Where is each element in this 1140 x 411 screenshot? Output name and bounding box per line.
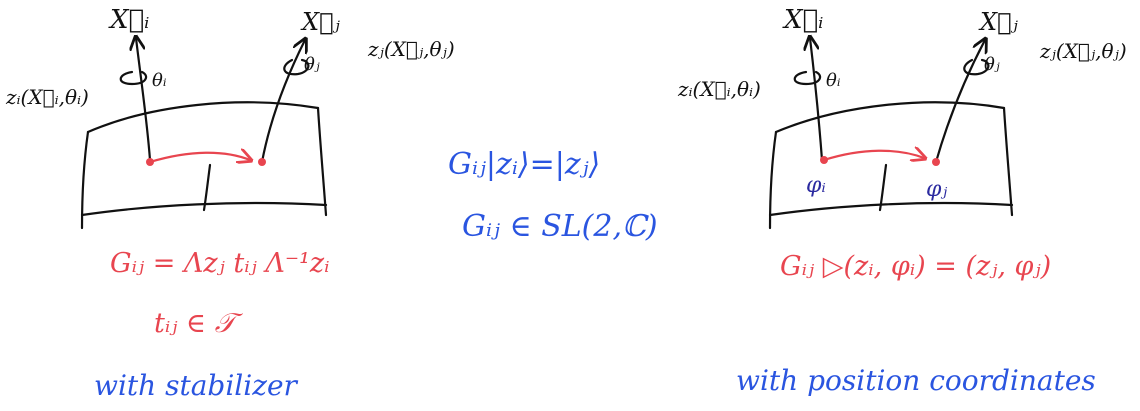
right-point-j [932,158,940,166]
right-vector-j-label: X⃗ⱼ [978,8,1018,36]
middle-line-1: Gᵢⱼ|zᵢ⟩=|zⱼ⟩ [448,147,600,182]
right-transport-arrow [822,151,924,160]
middle-relations: Gᵢⱼ|zᵢ⟩=|zⱼ⟩ Gᵢⱼ ∈ SL(2,ℂ) [448,147,658,244]
left-formula-g: Gᵢⱼ = Λzⱼ tᵢⱼ Λ⁻¹zᵢ [110,248,330,279]
left-panel: X⃗ᵢ X⃗ⱼ θᵢ θⱼ zᵢ(X⃗ᵢ,θᵢ) zⱼ(X⃗ⱼ,θⱼ) Gᵢⱼ … [5,5,455,402]
left-theta-j-label: θⱼ [304,54,320,75]
right-vector-i-arrow [810,38,824,162]
right-surface-patch [768,101,1014,230]
right-formula-g: Gᵢⱼ ▷(zᵢ, φᵢ) = (zⱼ, φⱼ) [780,251,1051,282]
right-rotation-j-icon [963,58,990,76]
right-phi-j-label: φⱼ [926,177,947,202]
left-point-i [146,158,154,166]
right-zi-label: zᵢ(X⃗ᵢ,θᵢ) [677,77,761,101]
right-rotation-i-icon [793,70,822,86]
left-vector-j-label: X⃗ⱼ [300,8,340,36]
left-formula-t: tᵢⱼ ∈ 𝒯 [154,308,244,339]
right-vector-i-label: X⃗ᵢ [782,5,823,35]
left-vector-i-label: X⃗ᵢ [108,5,149,35]
left-rotation-i-icon [119,70,148,86]
right-caption: with position coordinates [736,364,1096,397]
middle-line-2: Gᵢⱼ ∈ SL(2,ℂ) [462,209,658,244]
right-point-i [820,156,828,164]
left-caption: with stabilizer [94,369,299,402]
right-panel: X⃗ᵢ X⃗ⱼ θᵢ θⱼ zᵢ(X⃗ᵢ,θᵢ) zⱼ(X⃗ⱼ,θⱼ) φᵢ φ… [677,5,1127,397]
right-zj-label: zⱼ(X⃗ⱼ,θⱼ) [1039,39,1127,63]
left-zj-label: zⱼ(X⃗ⱼ,θⱼ) [367,37,455,61]
right-theta-i-label: θᵢ [826,70,841,91]
left-vector-i-arrow [136,38,152,162]
right-theta-j-label: θⱼ [984,54,1000,75]
left-surface-patch [80,101,328,230]
left-zi-label: zᵢ(X⃗ᵢ,θᵢ) [5,85,89,109]
left-theta-i-label: θᵢ [152,70,167,91]
left-vector-j-arrow [260,40,305,164]
right-phi-i-label: φᵢ [806,173,826,198]
left-rotation-j-icon [283,58,310,76]
left-point-j [258,158,266,166]
right-vector-j-arrow [934,40,985,164]
left-transport-arrow [148,153,250,162]
